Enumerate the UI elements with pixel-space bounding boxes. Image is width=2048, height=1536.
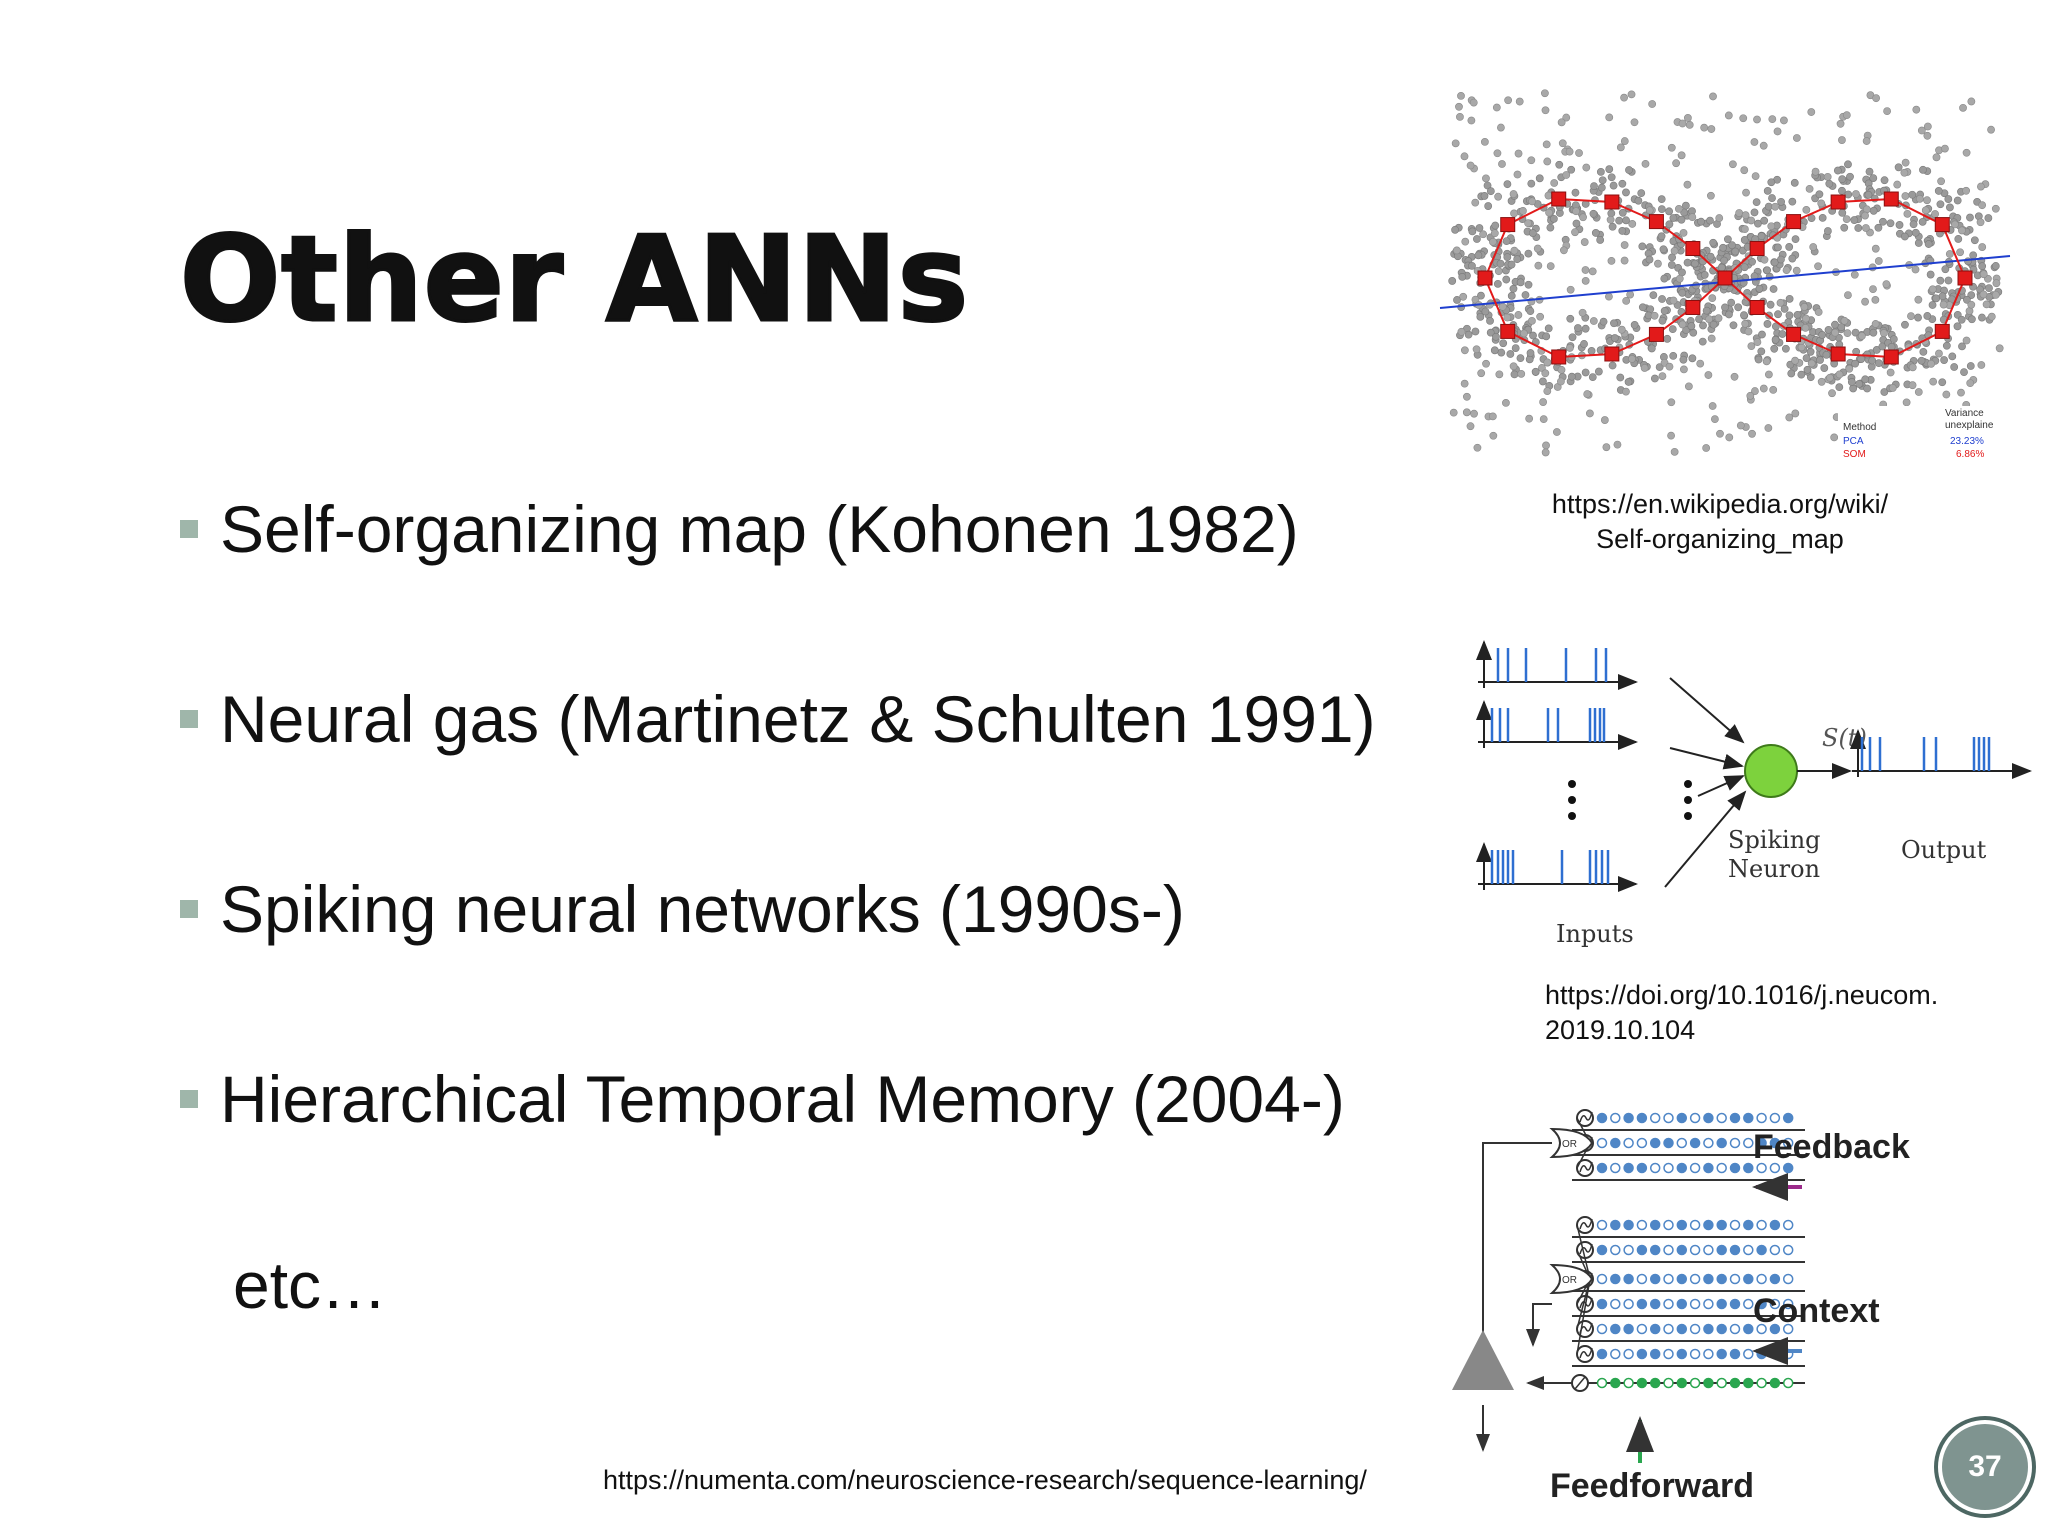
bullet-item: Hierarchical Temporal Memory (2004-) bbox=[180, 1066, 1345, 1132]
som-nodes bbox=[1477, 191, 1973, 365]
bullet-text: Hierarchical Temporal Memory (2004-) bbox=[220, 1062, 1345, 1136]
snn-input-trains bbox=[1476, 640, 1638, 892]
bullet-text: Self-organizing map (Kohonen 1982) bbox=[220, 492, 1299, 566]
htm-wiring bbox=[1476, 1142, 1572, 1452]
spiking-neuron-node bbox=[1744, 744, 1798, 798]
som-legend-bg bbox=[1838, 406, 2010, 468]
som-legend-pca-value: 23.23% bbox=[1950, 436, 1984, 447]
htm-source-url[interactable]: https://numenta.com/neuroscience-researc… bbox=[603, 1465, 1367, 1495]
snn-output-train bbox=[1850, 729, 2032, 779]
or-gate-context: OR bbox=[1549, 1224, 1594, 1355]
bullet-text: Spiking neural networks (1990s-) bbox=[220, 872, 1185, 946]
svg-text:OR: OR bbox=[1562, 1139, 1577, 1150]
feedback-label: Feedback bbox=[1753, 1128, 1910, 1166]
page-number-badge: 37 bbox=[1938, 1420, 2032, 1514]
som-legend-som-value: 6.86% bbox=[1956, 449, 1984, 460]
bullet-item: Spiking neural networks (1990s-) bbox=[180, 876, 1185, 942]
som-legend-pca: PCA bbox=[1843, 436, 1864, 447]
bullet-marker bbox=[180, 710, 198, 728]
som-legend-method-header: Method bbox=[1843, 422, 1876, 433]
som-source-url-line2: Self-organizing_map bbox=[1596, 524, 1844, 554]
input-ellipsis bbox=[1568, 780, 1692, 820]
spiking-neuron-label: Spiking Neuron bbox=[1728, 826, 1828, 883]
bullet-item: Neural gas (Martinetz & Schulten 1991) bbox=[180, 686, 1376, 752]
som-legend-som: SOM bbox=[1843, 449, 1866, 460]
snn-source-url-line1: https://doi.org/10.1016/j.neucom. bbox=[1545, 980, 1939, 1010]
snn-figure: S(t) Spiking Neuron Output Inputs bbox=[1476, 640, 2032, 948]
bullet-item: Self-organizing map (Kohonen 1982) bbox=[180, 496, 1299, 562]
etc-text: etc… bbox=[233, 1248, 388, 1322]
page-number: 37 bbox=[1968, 1450, 2002, 1483]
som-source-url-line1: https://en.wikipedia.org/wiki/ bbox=[1551, 489, 1889, 519]
signal-label: S(t) bbox=[1822, 724, 1867, 752]
htm-dendrite-segments bbox=[1571, 1109, 1805, 1392]
synapse-arrows bbox=[1664, 677, 1747, 888]
bullet-marker bbox=[180, 520, 198, 538]
feedforward-label: Feedforward bbox=[1550, 1467, 1754, 1505]
slide-title: Other ANNs bbox=[178, 210, 970, 348]
bullet-text: Neural gas (Martinetz & Schulten 1991) bbox=[220, 682, 1376, 756]
bullet-marker bbox=[180, 1090, 198, 1108]
snn-source-url[interactable]: https://doi.org/10.1016/j.neucom. 2019.1… bbox=[1545, 978, 2025, 1048]
som-legend-variance-header: Variance unexplaine bbox=[1945, 408, 1994, 431]
htm-neuron-triangle bbox=[1452, 1330, 1514, 1390]
inputs-label: Inputs bbox=[1556, 920, 1634, 948]
or-gate-feedback: OR bbox=[1549, 1117, 1594, 1169]
som-source-url[interactable]: https://en.wikipedia.org/wiki/ Self-orga… bbox=[1510, 487, 1930, 557]
htm-figure: OR OR Feedback Context Feedforward bbox=[1452, 1109, 1910, 1505]
output-label: Output bbox=[1901, 836, 1987, 864]
som-figure: Method Variance unexplaine PCA 23.23% SO… bbox=[1439, 89, 2011, 468]
snn-source-url-line2: 2019.10.104 bbox=[1545, 1015, 1696, 1045]
svg-text:OR: OR bbox=[1562, 1275, 1577, 1286]
context-label: Context bbox=[1753, 1292, 1880, 1330]
bullet-marker bbox=[180, 900, 198, 918]
